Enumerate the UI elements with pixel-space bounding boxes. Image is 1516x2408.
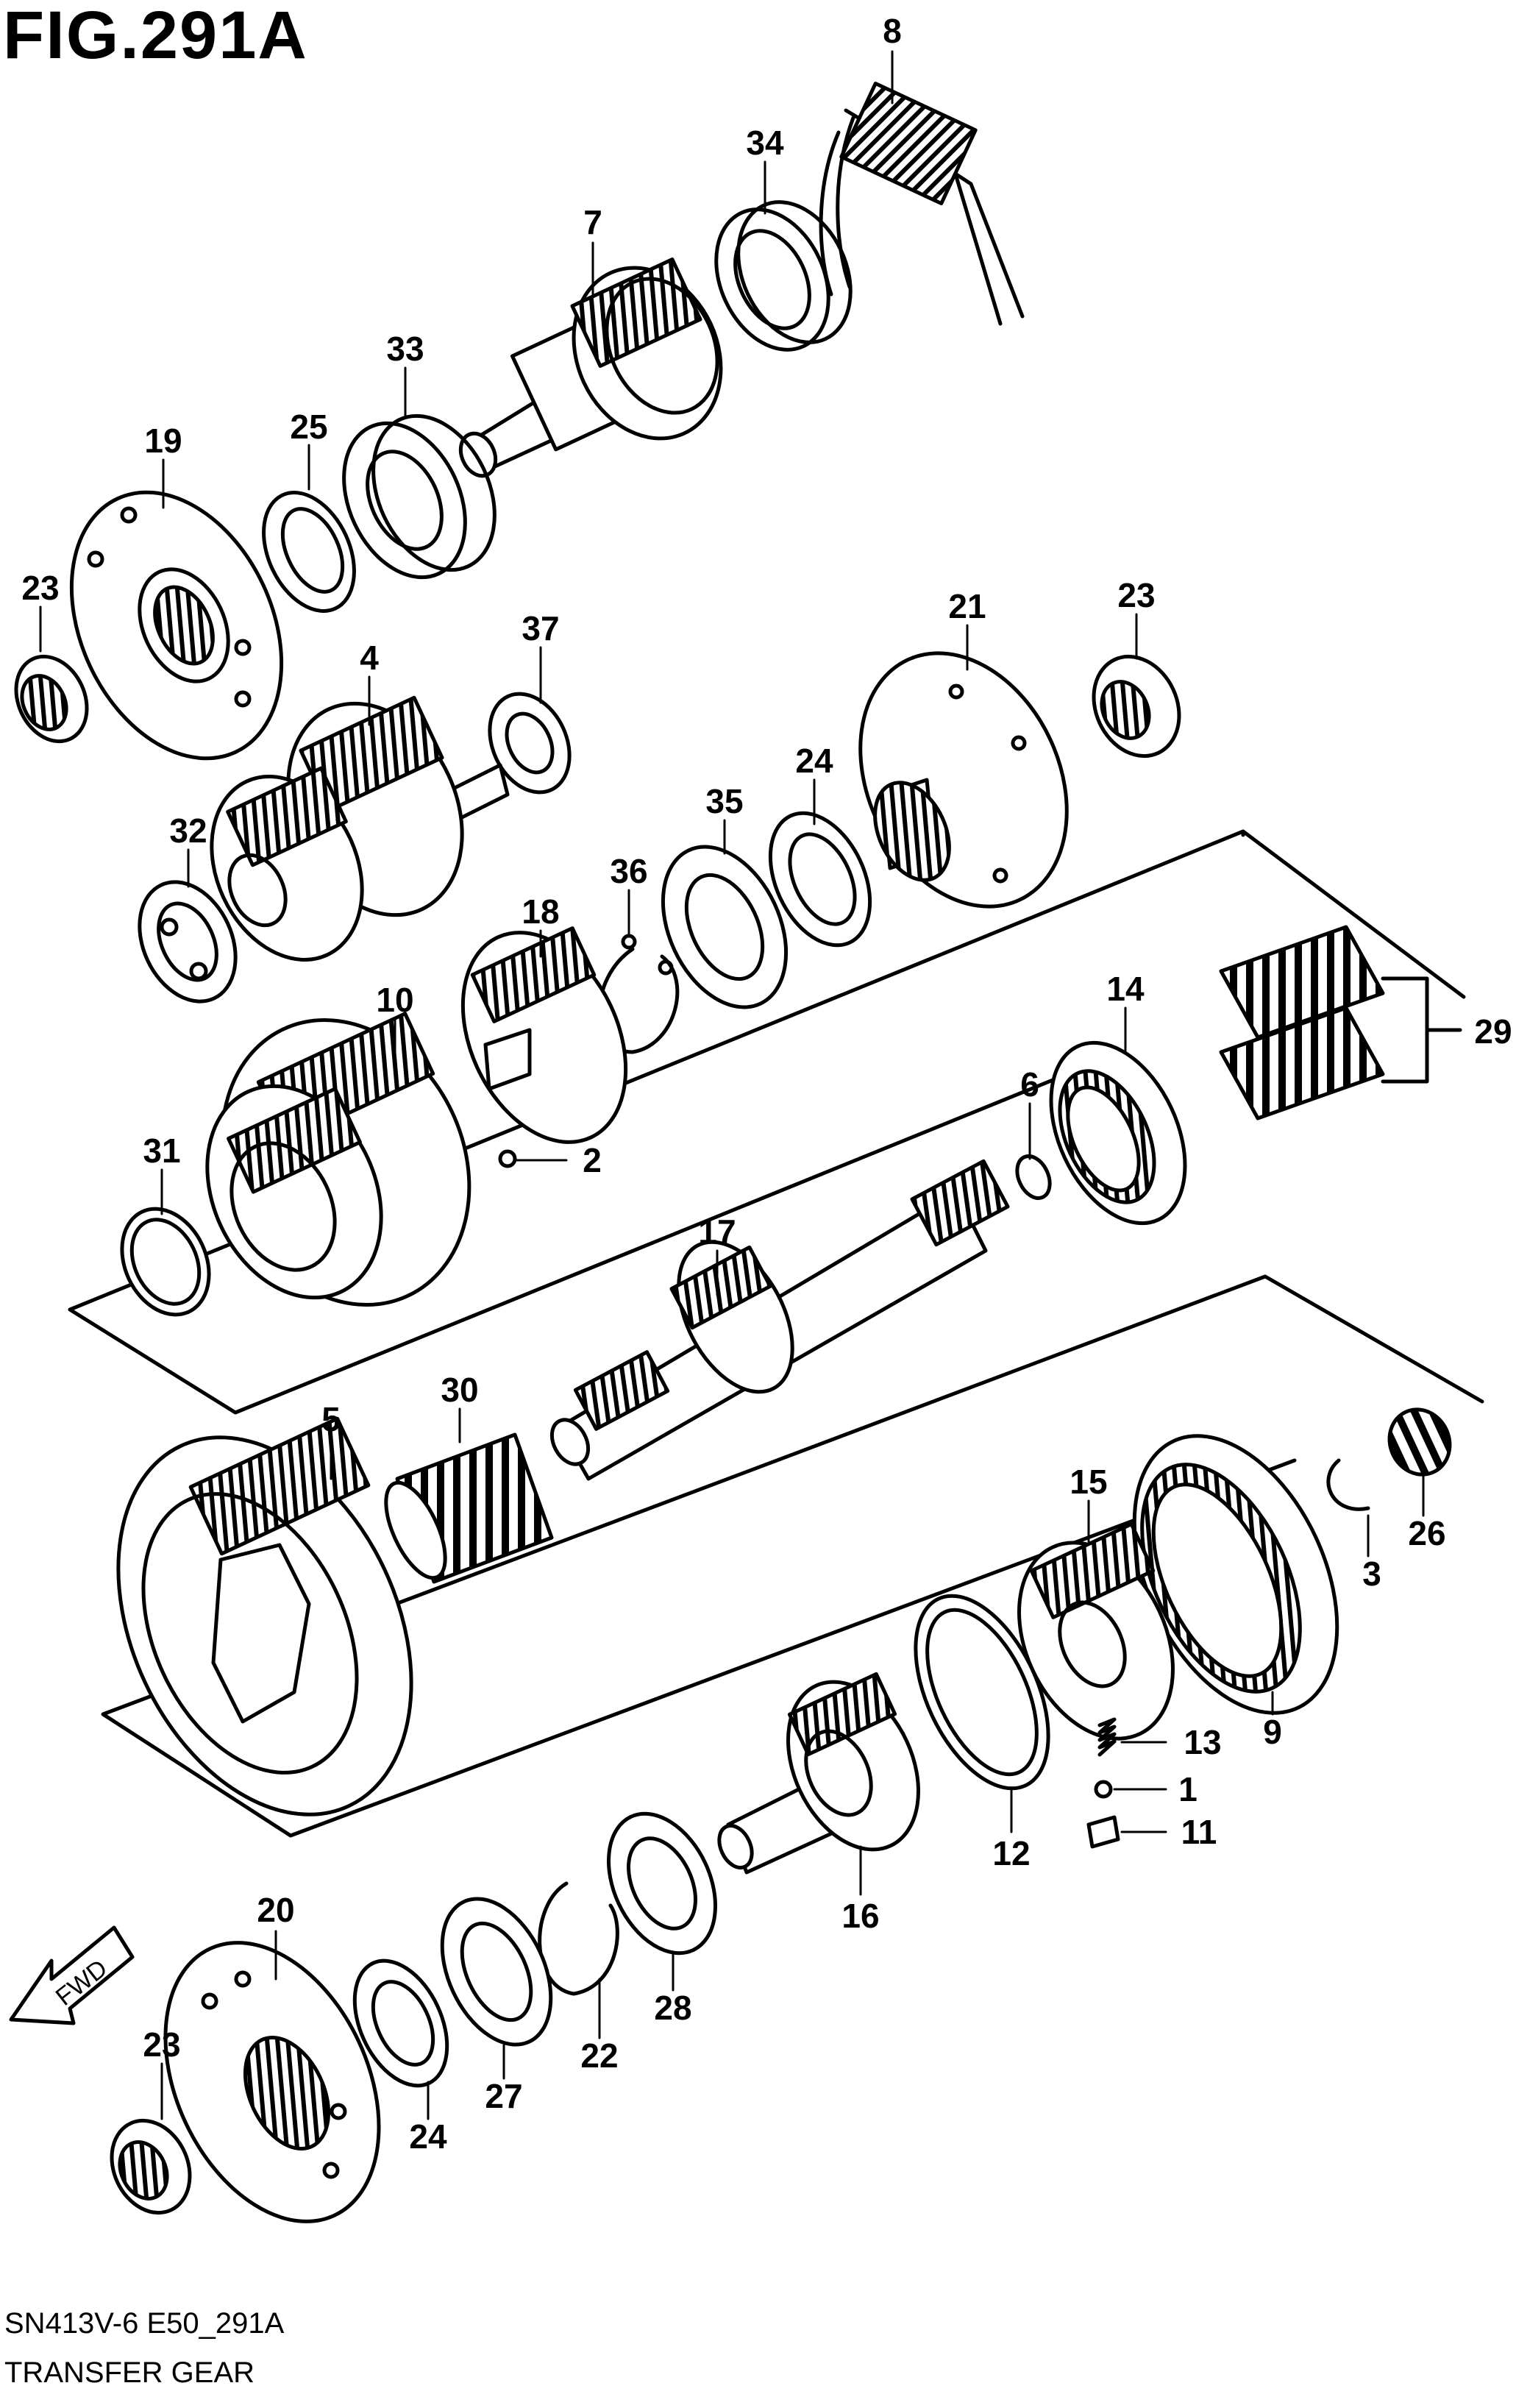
key-11 [1086, 1815, 1120, 1849]
nut-23-upper-right [1092, 654, 1181, 759]
callout-23-a: 23 [21, 569, 59, 607]
callout-1: 1 [1178, 1770, 1198, 1808]
callout-10: 10 [376, 981, 413, 1019]
nut-23-lower [110, 2118, 192, 2215]
callout-15: 15 [1070, 1463, 1107, 1501]
callout-24-b: 24 [409, 2117, 447, 2156]
bearing-32 [138, 880, 238, 1004]
callout-7: 7 [583, 203, 602, 241]
synchro-ring-12 [914, 1594, 1050, 1791]
nut-23-upper-left [14, 654, 89, 744]
counter-gear-shaft-4 [210, 695, 510, 962]
needle-bearing-30 [384, 1432, 554, 1584]
needle-bearing-26 [1387, 1407, 1452, 1477]
callout-31: 31 [143, 1132, 180, 1170]
callout-18: 18 [522, 892, 559, 931]
callout-3: 3 [1362, 1555, 1381, 1593]
callout-numbers: 8 34 7 33 25 19 23 37 4 21 23 24 35 36 3… [21, 12, 1512, 2156]
callout-8: 8 [883, 12, 902, 50]
bearing-37 [488, 692, 572, 795]
internal-ring-gear-9 [1132, 1434, 1339, 1715]
small-ring-6 [1015, 1154, 1052, 1200]
callout-25: 25 [290, 408, 327, 446]
sleeve-hub-18 [460, 926, 628, 1144]
callout-16: 16 [841, 1897, 879, 1935]
steel-ball-2 [498, 1149, 517, 1168]
figure-title: FIG.291A [3, 0, 308, 73]
callout-5: 5 [321, 1400, 341, 1438]
callout-2: 2 [583, 1141, 602, 1179]
callout-6: 6 [1020, 1065, 1039, 1104]
callout-13: 13 [1184, 1723, 1221, 1761]
callout-11: 11 [1181, 1813, 1217, 1851]
bearing-34 [714, 200, 853, 352]
callout-23-c: 23 [143, 2025, 180, 2064]
output-shaft-16 [717, 1672, 920, 1875]
callout-28: 28 [654, 1989, 691, 2027]
snap-ring-22 [538, 1881, 619, 1996]
double-gear-10 [205, 1012, 471, 1307]
assembly-outline-lower [101, 1274, 1484, 1838]
callout-27: 27 [485, 2077, 522, 2115]
callout-22: 22 [580, 2036, 618, 2075]
callout-26: 26 [1408, 1514, 1445, 1552]
flange-19 [69, 490, 284, 761]
leader-lines [39, 50, 1425, 2120]
oil-seal-24-middle [768, 811, 872, 948]
input-shaft-17 [549, 1159, 1010, 1481]
snap-ring-3 [1326, 1458, 1370, 1511]
callout-30: 30 [441, 1371, 478, 1409]
snap-ring-36 [597, 934, 680, 1054]
callout-34: 34 [746, 124, 784, 162]
callout-23-b: 23 [1117, 576, 1155, 614]
diagram-caption: TRANSFER GEAR [4, 2356, 255, 2389]
callout-33: 33 [386, 330, 424, 368]
spring-13 [1097, 1717, 1117, 1757]
callout-4: 4 [360, 639, 379, 677]
callout-24-a: 24 [795, 742, 833, 780]
bearing-35 [661, 845, 789, 1009]
callout-29: 29 [1474, 1012, 1512, 1051]
thrust-washer-31 [120, 1207, 211, 1317]
callout-20: 20 [257, 1891, 294, 1929]
callout-9: 9 [1263, 1713, 1282, 1751]
flange-21 [858, 651, 1069, 909]
callout-12: 12 [992, 1834, 1030, 1872]
callout-19: 19 [144, 422, 182, 460]
callout-17: 17 [698, 1212, 736, 1251]
drive-chain [819, 81, 1025, 326]
output-shaft-gear-7 [458, 258, 723, 478]
bearing-27 [440, 1897, 553, 2047]
callout-21: 21 [948, 587, 986, 625]
large-gear-5 [116, 1416, 413, 1816]
callout-37: 37 [522, 609, 559, 647]
steel-ball-1 [1094, 1780, 1113, 1799]
synchro-ring-14 [1049, 1040, 1187, 1226]
forward-arrow-icon [9, 1925, 135, 2025]
bearing-33 [342, 413, 497, 580]
oil-seal-25 [262, 491, 356, 613]
callout-36: 36 [610, 852, 647, 890]
bearing-28 [606, 1811, 718, 1956]
flange-20 [163, 1941, 381, 2223]
callout-14: 14 [1106, 970, 1145, 1008]
callout-35: 35 [705, 782, 743, 820]
diagram-code: SN413V-6 E50_291A [4, 2307, 285, 2340]
callout-32: 32 [169, 811, 207, 850]
needle-bearing-29 [1219, 925, 1462, 1120]
